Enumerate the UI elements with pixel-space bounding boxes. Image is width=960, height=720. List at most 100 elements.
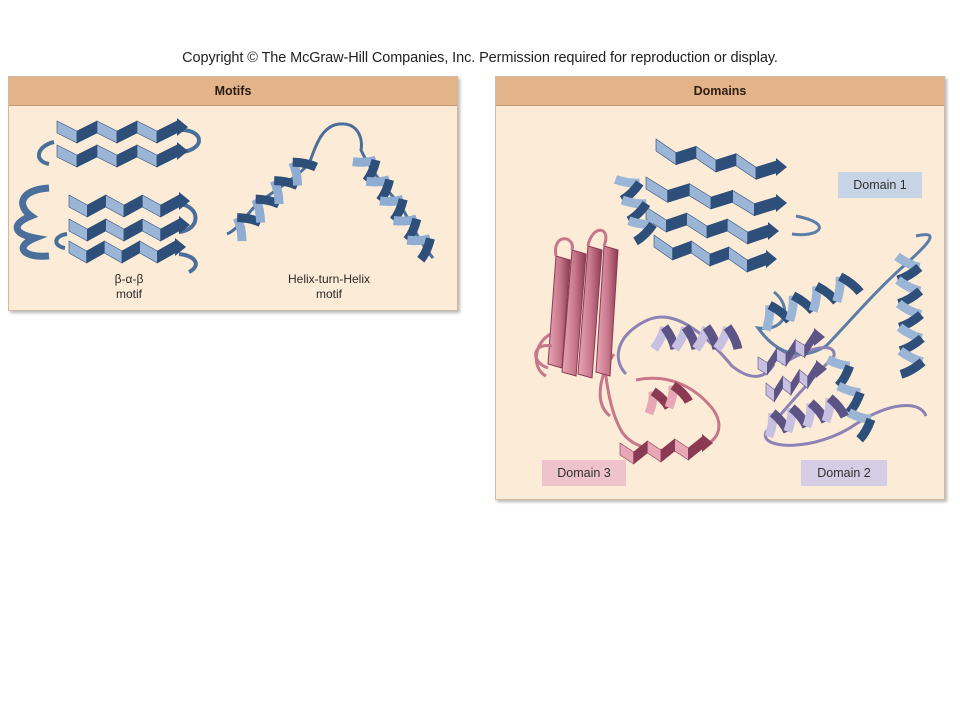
strand-segment	[666, 212, 687, 233]
hth-caption: Helix-turn-Helix motif	[259, 272, 399, 302]
strand-segment	[76, 144, 98, 168]
beta-alpha-beta-motif	[13, 118, 201, 274]
strand-segment	[56, 120, 78, 144]
domain2-strand-2	[765, 360, 827, 403]
helix-turn	[826, 394, 849, 419]
helix-turn	[899, 358, 926, 379]
domain3-label: Domain 3	[542, 460, 626, 486]
hth-helix-1	[233, 157, 319, 242]
strand-arrowhead	[768, 222, 779, 240]
bab-caption-line2: motif	[115, 287, 142, 301]
domain3-strand	[619, 434, 713, 465]
strand-segment	[727, 218, 748, 245]
bab-strands	[56, 118, 190, 264]
helix-turn	[292, 157, 319, 172]
hth-caption-line1: Helix-turn-Helix	[287, 272, 370, 286]
strand-arrowhead	[177, 118, 188, 136]
strand-segment	[782, 375, 792, 396]
bab-strand-2	[56, 142, 188, 168]
strand-arrowhead	[766, 250, 777, 268]
strand-segment	[142, 194, 161, 218]
strand-segment	[96, 120, 118, 144]
bab-strand-4	[68, 216, 190, 242]
strand-segment	[706, 218, 728, 239]
bab-strand-1	[56, 118, 188, 144]
strand-arrowhead	[814, 328, 825, 346]
helix-turn-helix-motif	[226, 122, 435, 263]
domain1-helix-1	[614, 175, 657, 246]
strand-segment	[799, 369, 808, 389]
motifs-illustration	[13, 118, 435, 274]
strand-arrowhead	[179, 216, 190, 234]
strand-segment	[689, 183, 712, 210]
bab-helix	[13, 184, 50, 260]
strand-segment	[747, 252, 767, 273]
domain2-helix-1	[650, 324, 743, 352]
bab-strand-3	[68, 192, 190, 218]
strand-arrowhead	[776, 158, 787, 176]
strand-segment	[136, 144, 158, 168]
strand-segment	[96, 144, 118, 168]
strand-segment	[647, 440, 662, 463]
strand-segment	[139, 240, 158, 264]
domain1-helix-2	[761, 272, 864, 332]
strand-arrowhead	[177, 142, 188, 160]
strand-segment	[675, 145, 697, 166]
strand-segment	[653, 234, 673, 261]
domain1-label: Domain 1	[838, 172, 922, 198]
domain3-barrel-strand	[561, 249, 587, 377]
strand-segment	[68, 194, 88, 218]
helix-turn	[856, 417, 876, 443]
hth-helix-2	[352, 155, 435, 263]
helix-turn	[633, 221, 657, 246]
domain1-helix-4	[825, 355, 876, 443]
strand-arrowhead	[816, 360, 827, 378]
copyright-notice: Copyright © The McGraw-Hill Companies, I…	[182, 50, 778, 66]
strand-segment	[790, 368, 800, 397]
domain3-barrel-strand	[595, 245, 619, 377]
strand-segment	[156, 120, 178, 144]
domain1-structure	[614, 138, 926, 443]
strand-segment	[757, 356, 768, 376]
domain1-backbone	[754, 214, 932, 356]
strand-segment	[157, 240, 176, 264]
domain1-strand-3	[645, 206, 779, 245]
domain3-structure	[534, 228, 713, 465]
strand-segment	[121, 240, 140, 264]
strand-segment	[104, 240, 123, 264]
domain1-strand-4	[653, 234, 777, 273]
strand-segment	[710, 189, 733, 210]
strand-segment	[160, 194, 180, 218]
hth-backbone	[226, 122, 435, 259]
domain2-label: Domain 2	[801, 460, 887, 486]
strand-segment	[105, 194, 125, 218]
domain2-structure	[650, 324, 849, 439]
helix-turn	[417, 237, 435, 263]
strand-segment	[68, 218, 88, 242]
domain2-helix-2	[764, 394, 849, 439]
strand-segment	[735, 153, 757, 180]
hth-caption-line2: motif	[315, 287, 342, 301]
strand-arrowhead	[702, 434, 713, 452]
strand-segment	[674, 438, 689, 461]
bab-loop-1	[37, 140, 55, 166]
strand-segment	[765, 382, 775, 403]
bab-loop-5	[178, 252, 198, 274]
domains-illustration	[534, 138, 932, 465]
strand-segment	[747, 224, 769, 245]
strand-arrowhead	[776, 194, 787, 212]
domain1-strand-1	[655, 138, 787, 180]
strand-segment	[136, 120, 158, 144]
strand-segment	[87, 194, 106, 218]
motifs-panel-title: Motifs	[9, 77, 457, 106]
domain1-helix-3	[894, 252, 926, 379]
strand-arrowhead	[175, 238, 186, 256]
strand-segment	[686, 212, 708, 239]
helix-turn	[670, 381, 693, 404]
motifs-panel: Motifs β-α	[8, 76, 458, 311]
domain3-barrel-strand	[577, 245, 603, 379]
strand-segment	[774, 375, 783, 403]
strand-arrowhead	[179, 192, 190, 210]
helix-turn	[723, 324, 743, 351]
strand-segment	[785, 338, 796, 368]
